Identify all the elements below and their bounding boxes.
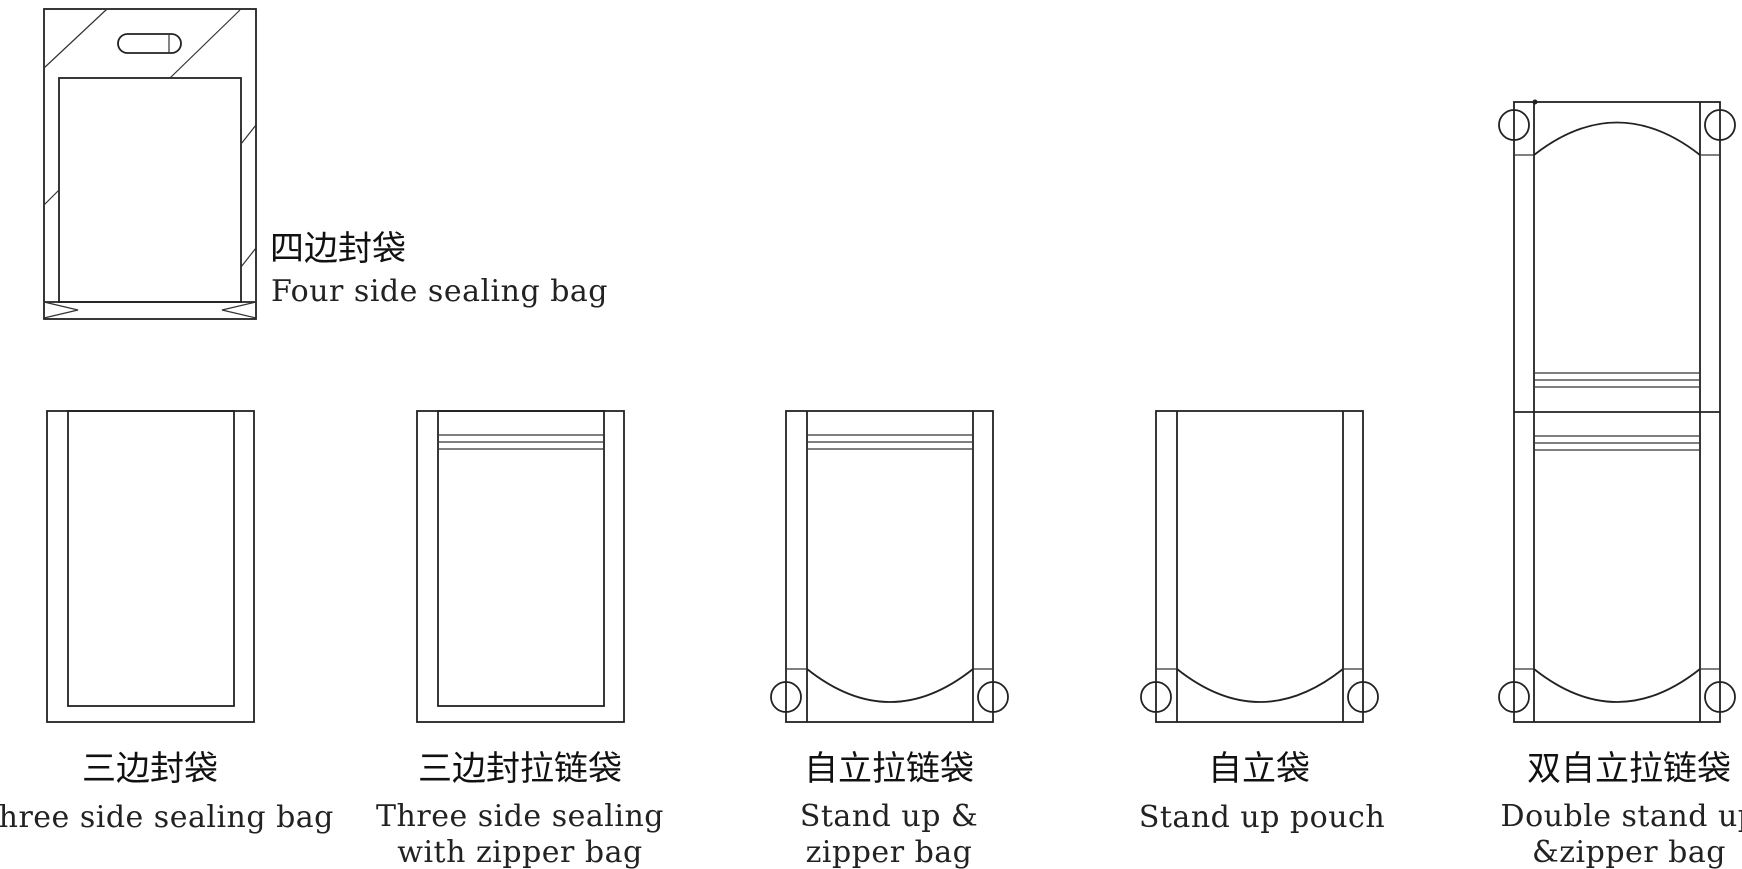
three-side-sealing-title-zh: 三边封袋 xyxy=(82,749,218,789)
stand-up-zipper-title-zh: 自立拉链袋 xyxy=(804,749,974,789)
stand-up-zipper-bag-drawing xyxy=(770,410,1009,723)
double-stand-up-title-zh: 双自立拉链袋 xyxy=(1527,749,1731,789)
three-side-sealing-bag-drawing xyxy=(46,410,255,723)
three-side-zipper-bag-drawing xyxy=(416,410,625,723)
stand-up-pouch-drawing xyxy=(1140,410,1379,723)
three-side-sealing-title-en: Three side sealing bag xyxy=(0,800,334,835)
three-side-zipper-title-en-line1: Three side sealing xyxy=(376,799,664,834)
stand-up-pouch-title-zh: 自立袋 xyxy=(1208,749,1310,789)
double-stand-up-zipper-bag-drawing xyxy=(1498,99,1736,723)
double-stand-up-title-en-line2: &zipper bag xyxy=(1532,835,1726,869)
three-side-zipper-title-en-line2: with zipper bag xyxy=(397,835,642,869)
four-side-sealing-title-zh: 四边封袋 xyxy=(270,229,406,269)
four-side-sealing-title-en: Four side sealing bag xyxy=(271,274,608,309)
double-stand-up-title-en-line1: Double stand up xyxy=(1501,799,1742,834)
stand-up-zipper-title-en-line2: zipper bag xyxy=(806,835,973,869)
three-side-zipper-title-zh: 三边封拉链袋 xyxy=(418,749,622,789)
four-side-sealing-bag-drawing xyxy=(43,8,257,320)
stand-up-pouch-title-en: Stand up pouch xyxy=(1139,800,1385,835)
stand-up-zipper-title-en-line1: Stand up & xyxy=(800,799,978,834)
